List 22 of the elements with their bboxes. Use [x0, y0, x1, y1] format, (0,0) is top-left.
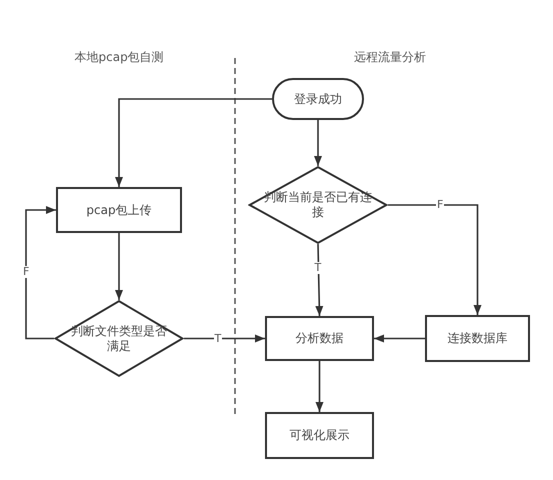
arrow: [115, 98, 272, 187]
process-box: 连接数据库: [425, 315, 530, 362]
lane-heading: 本地pcap包自测: [74, 48, 164, 66]
arrow: [374, 334, 425, 342]
terminal-box: 登录成功: [272, 78, 364, 120]
edge-label: T: [314, 262, 322, 274]
edge-label: F: [22, 266, 30, 278]
decision-diamond: 判断文件类型是否满足: [54, 300, 184, 377]
arrow: [115, 233, 123, 300]
arrow: [184, 334, 265, 342]
edge-label: F: [436, 199, 444, 211]
process-box: pcap包上传: [56, 187, 182, 233]
decision-diamond: 判断当前是否已有连接: [248, 166, 388, 244]
arrow: [316, 361, 324, 412]
arrow: [388, 204, 482, 315]
arrow: [314, 120, 322, 166]
arrow: [315, 244, 324, 316]
edge-label: T: [214, 332, 222, 344]
process-box: 可视化展示: [265, 412, 374, 459]
arrow: [25, 206, 56, 340]
lane-heading: 远程流量分析: [354, 48, 426, 66]
process-box: 分析数据: [265, 316, 374, 361]
